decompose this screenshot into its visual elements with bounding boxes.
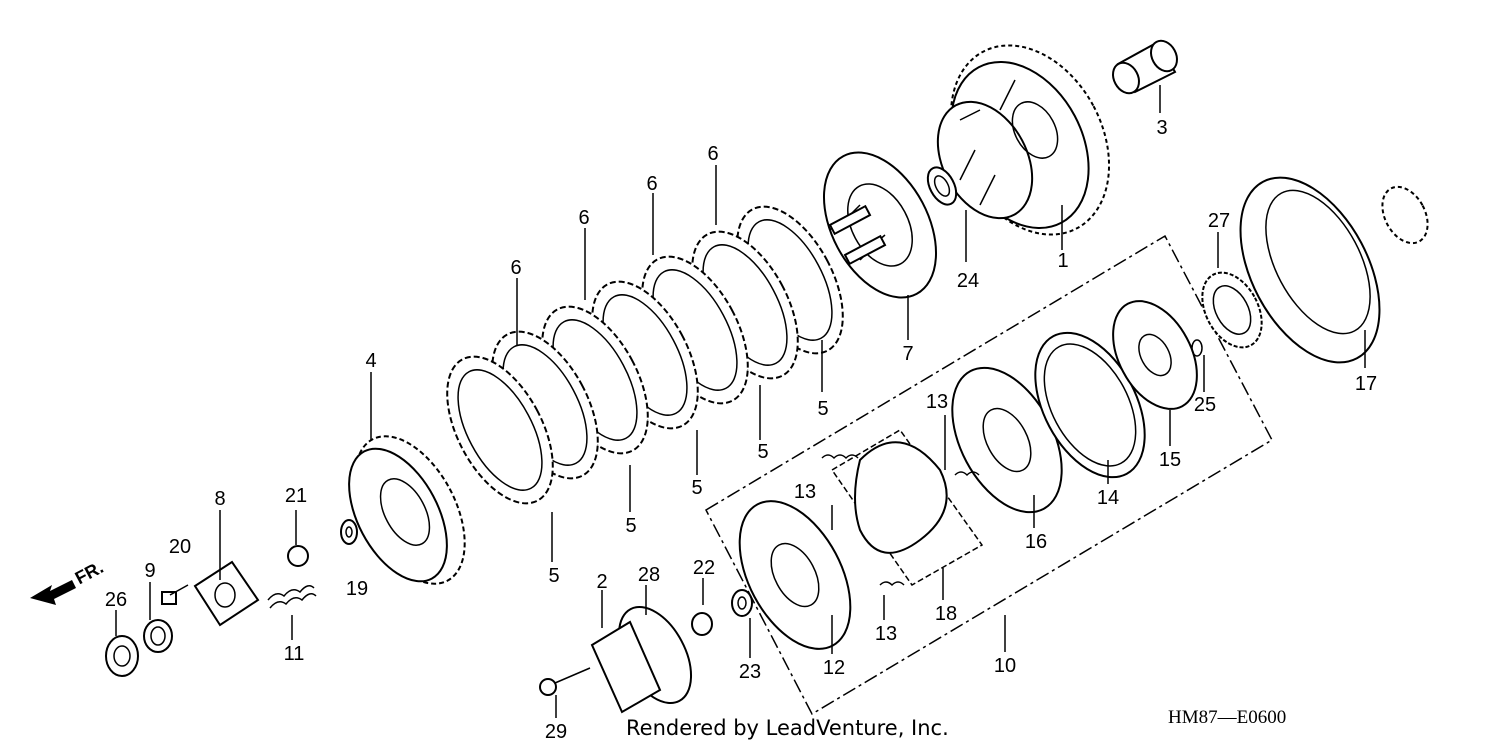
clutch-outer-housing xyxy=(936,44,1111,236)
label-6a: 6 xyxy=(707,143,718,165)
label-5c: 5 xyxy=(691,477,702,499)
diagram-code: HM87—E0600 xyxy=(1168,707,1287,728)
drive-gear xyxy=(348,435,466,585)
leader-lines xyxy=(115,85,1366,718)
lifter-cover xyxy=(539,589,753,714)
label-20: 20 xyxy=(169,536,191,558)
label-13a: 13 xyxy=(794,481,816,503)
assembly-outline xyxy=(705,234,1273,716)
label-16: 16 xyxy=(1025,531,1047,553)
label-9: 9 xyxy=(144,560,155,582)
label-5d: 5 xyxy=(625,515,636,537)
label-4: 4 xyxy=(365,350,376,372)
label-10: 10 xyxy=(994,655,1016,677)
label-29: 29 xyxy=(545,721,567,743)
label-19: 19 xyxy=(346,578,368,600)
thrust-washer xyxy=(926,166,958,206)
render-credit: Rendered by LeadVenture, Inc. xyxy=(626,716,949,740)
label-6c: 6 xyxy=(578,207,589,229)
label-6b: 6 xyxy=(646,173,657,195)
label-11: 11 xyxy=(284,643,305,665)
label-26: 26 xyxy=(105,589,127,611)
part-labels: 1 2 3 4 5 5 5 5 5 5 6 6 6 6 6 7 8 9 10 1… xyxy=(105,117,1377,743)
label-25: 25 xyxy=(1194,394,1216,416)
clutch-plates-stack xyxy=(446,205,844,505)
label-6d: 6 xyxy=(510,257,521,279)
label-24: 24 xyxy=(957,270,979,292)
label-18: 18 xyxy=(935,603,957,625)
front-marker: FR. xyxy=(72,557,107,588)
label-5a: 5 xyxy=(817,398,828,420)
label-23: 23 xyxy=(739,661,761,683)
label-7: 7 xyxy=(902,343,913,365)
small-hardware xyxy=(105,519,358,677)
label-28: 28 xyxy=(638,564,660,586)
label-5b: 5 xyxy=(757,441,768,463)
label-17: 17 xyxy=(1355,373,1377,395)
centrifugal-clutch-parts xyxy=(738,300,1198,650)
clutch-center xyxy=(822,151,938,299)
label-5e: 5 xyxy=(548,565,559,587)
collar xyxy=(1112,39,1178,95)
label-21: 21 xyxy=(285,485,307,507)
label-13b: 13 xyxy=(926,391,948,413)
label-2: 2 xyxy=(596,571,607,593)
label-14: 14 xyxy=(1097,487,1119,509)
label-8: 8 xyxy=(214,488,225,510)
label-22: 22 xyxy=(693,557,715,579)
label-1: 1 xyxy=(1057,250,1068,272)
label-27: 27 xyxy=(1208,210,1230,232)
label-12: 12 xyxy=(823,657,845,679)
label-3: 3 xyxy=(1156,117,1167,139)
clutch-drum xyxy=(1191,176,1429,364)
front-direction-arrow: FR. xyxy=(30,557,107,605)
label-15: 15 xyxy=(1159,449,1181,471)
label-13c: 13 xyxy=(875,623,897,645)
